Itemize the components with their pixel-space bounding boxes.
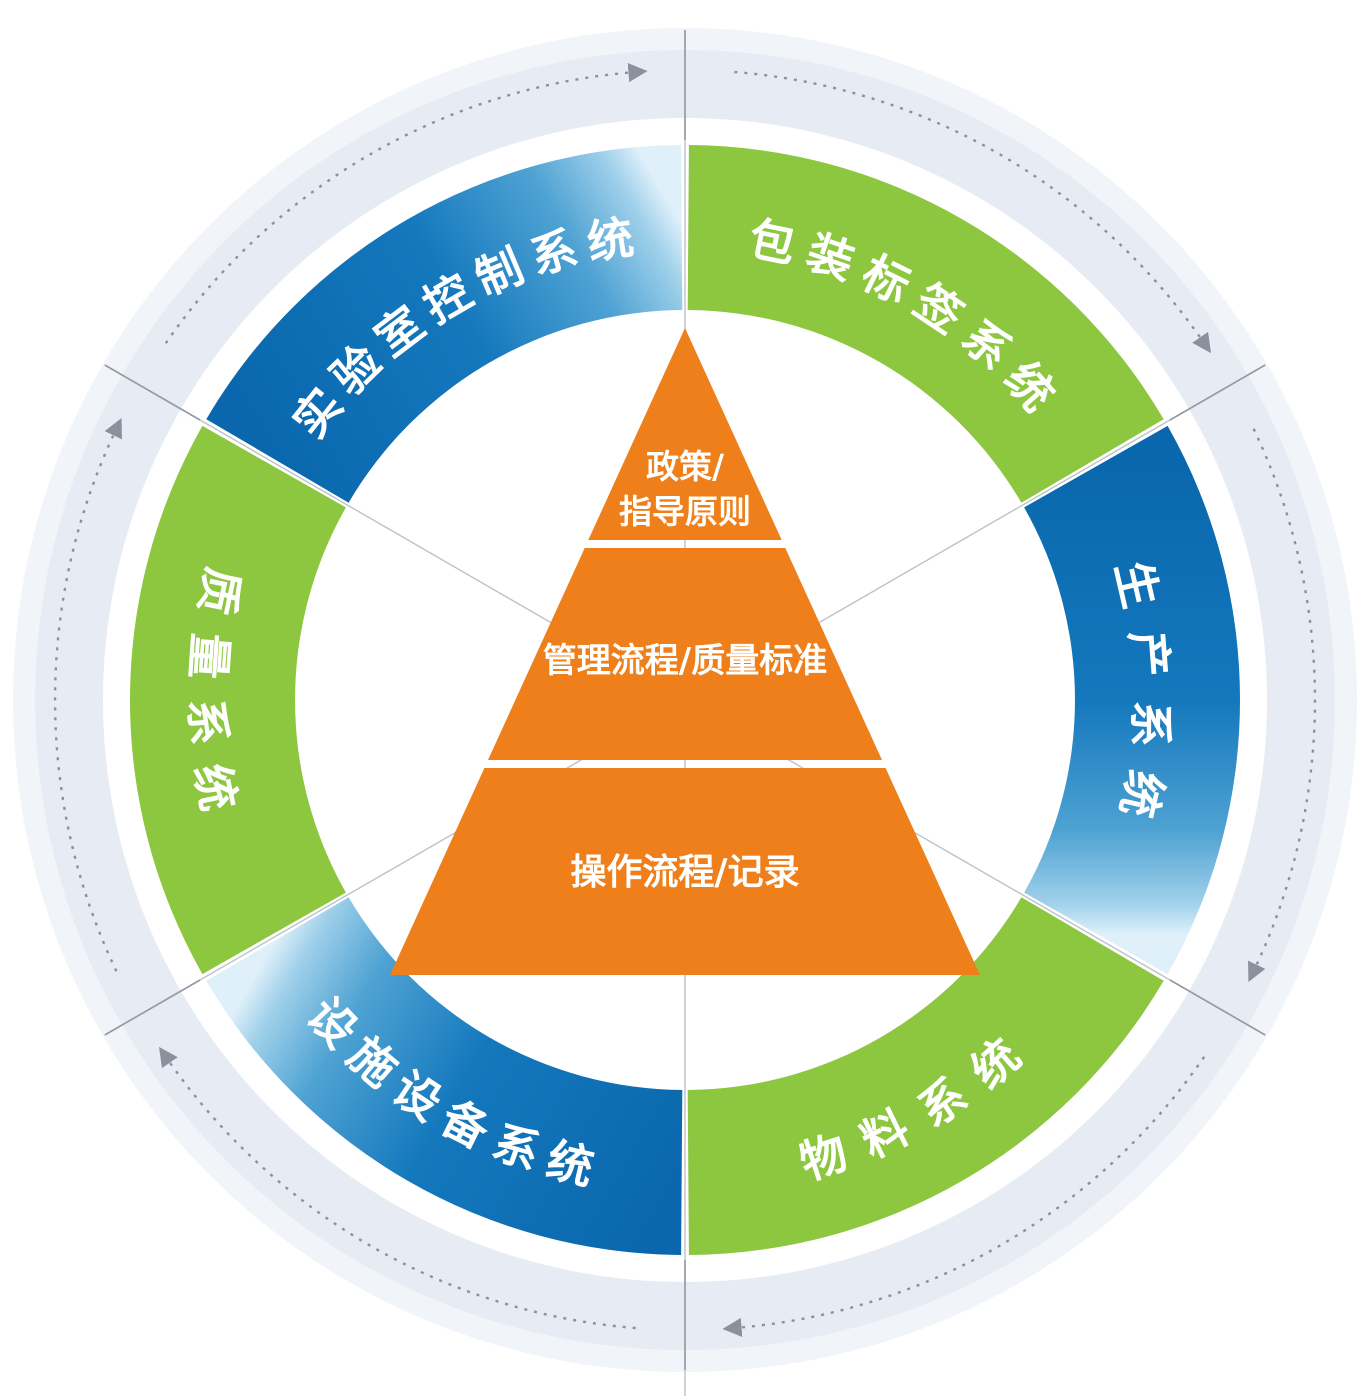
pyramid: 政策/ 指导原则 管理流程/质量标准 操作流程/记录 <box>390 328 980 975</box>
flow-arrow-arc-bottom-left <box>158 1046 636 1330</box>
ring-segment-laboratory-control <box>206 145 683 503</box>
flow-arrow-arc-top-left <box>164 62 648 344</box>
boundary-line-outer-10oclock <box>104 364 201 421</box>
ring-segment-production <box>1024 425 1241 975</box>
flow-arrow-arc-left <box>53 417 122 972</box>
ring-segment-packaging-labeling <box>687 145 1164 503</box>
flow-arrow-arc-bottom-right <box>722 1056 1206 1338</box>
pyramid-bottom-label: 操作流程/记录 <box>570 852 799 893</box>
pyramid-middle-label: 管理流程/质量标准 <box>543 641 827 681</box>
ring-segments <box>129 145 1241 1255</box>
boundary-line-outer-4oclock <box>1169 979 1266 1036</box>
boundary-line-outer-8oclock <box>104 979 201 1036</box>
ring-segment-materials <box>687 897 1164 1255</box>
pyramid-top-label-line1: 政策/ <box>646 447 725 486</box>
flow-arrows <box>53 62 1317 1338</box>
flow-arrow-arc-top-right <box>734 70 1212 354</box>
pyramid-top-label-line2: 指导原则 <box>619 492 751 531</box>
boundary-line-outer-2oclock <box>1169 364 1266 421</box>
ring-segment-facilities-equipment <box>206 897 683 1255</box>
pyramid-bottom-tier <box>390 768 980 975</box>
pyramid-top-tier <box>588 328 782 540</box>
pyramid-middle-tier <box>488 548 882 760</box>
flow-arrow-arc-right <box>1248 428 1317 983</box>
ring-segment-quality <box>129 425 346 975</box>
